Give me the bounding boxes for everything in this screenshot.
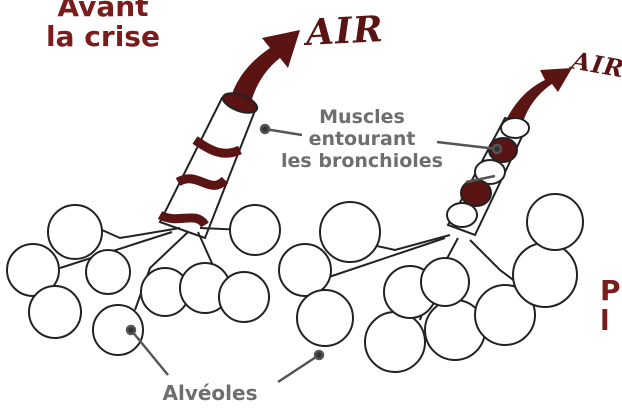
heading-before-line1: Avant — [28, 0, 178, 22]
air-arrow-right — [505, 68, 572, 125]
alveoli-cluster-right — [279, 194, 583, 372]
heading-before-crisis: Avant la crise — [28, 0, 178, 52]
muscles-label: Muscles entourant les bronchioles — [262, 106, 462, 172]
heading-during-line2: l — [600, 306, 622, 336]
alveoles-label: Alvéoles — [130, 382, 290, 404]
alveoli-cluster-left — [7, 205, 280, 355]
heading-during-line1: P — [600, 276, 622, 306]
muscles-label-line3: les bronchioles — [262, 150, 462, 172]
muscles-label-line1: Muscles — [262, 106, 462, 128]
muscles-label-line2: entourant — [262, 128, 462, 150]
heading-during-crisis-partial: P l — [600, 276, 622, 336]
heading-before-line2: la crise — [28, 22, 178, 52]
air-label-left: AIR — [305, 8, 385, 54]
normal-bronchiole — [7, 30, 300, 355]
